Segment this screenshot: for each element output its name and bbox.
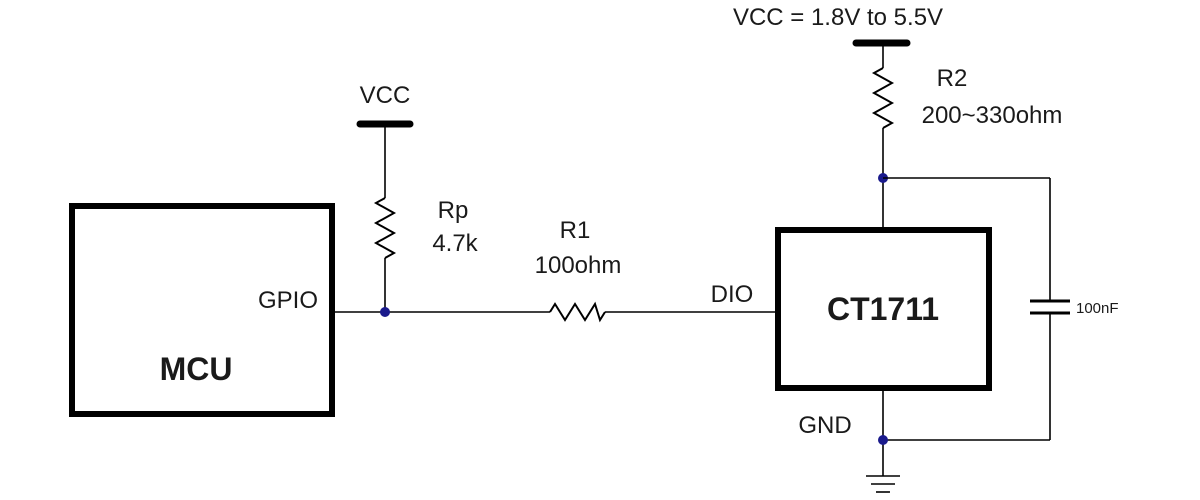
vcc-pullup-label: VCC	[360, 82, 411, 109]
r2-name-label: R2	[937, 65, 968, 92]
ct1711-label: CT1711	[827, 291, 939, 327]
r2-resistor-symbol	[871, 67, 895, 129]
mcu-label: MCU	[160, 351, 233, 387]
rp-name-label: Rp	[438, 197, 469, 224]
cap-value-label: 100nF	[1076, 300, 1119, 317]
mcu-block	[69, 203, 335, 417]
gpio-pin-label: GPIO	[258, 287, 318, 314]
vcc-main-label: VCC = 1.8V to 5.5V	[733, 4, 943, 31]
rp-resistor-symbol	[373, 197, 397, 259]
gpio-junction-dot	[380, 307, 390, 317]
gnd-junction-dot	[878, 435, 888, 445]
r1-name-label: R1	[560, 217, 591, 244]
r1-value-label: 100ohm	[535, 252, 622, 279]
r2-value-label: 200~330ohm	[922, 102, 1063, 129]
dio-pin-label: DIO	[711, 281, 754, 308]
gnd-pin-label: GND	[798, 412, 851, 439]
rp-value-label: 4.7k	[432, 230, 478, 257]
r1-resistor-symbol	[549, 301, 606, 323]
